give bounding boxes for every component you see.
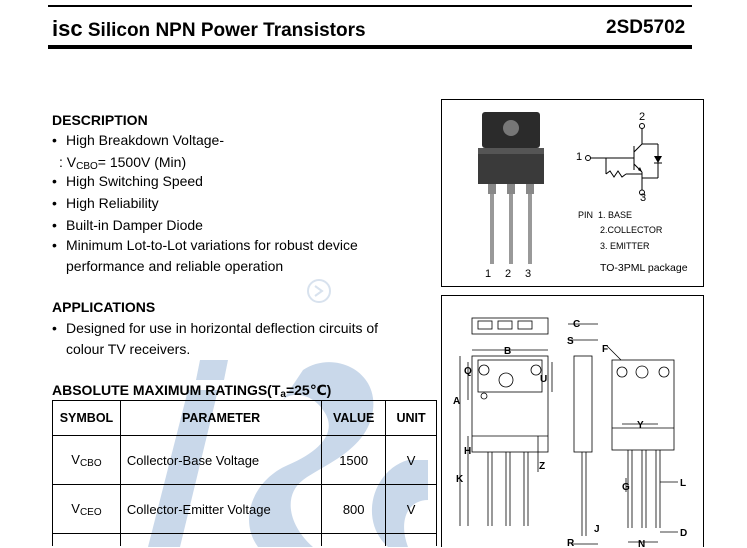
- table-row-cutoff: [52, 533, 437, 546]
- applications-item-continued: colour TV receivers.: [66, 341, 191, 357]
- description-item: •Built-in Damper Diode: [52, 217, 203, 233]
- dim-label-d: D: [680, 528, 687, 539]
- column-header: SYMBOL: [52, 400, 121, 436]
- value-cell: 1500: [321, 435, 387, 485]
- top-rule: [48, 5, 692, 7]
- symbol-cell: VCEO: [52, 484, 121, 534]
- dimension-drawing: C S B F Q U A Y H Z K G L J R N D: [453, 317, 687, 548]
- table-row: VCEO Collector-Emitter Voltage 800 V: [52, 484, 437, 534]
- schematic-pin-label: 3: [640, 192, 647, 204]
- unit-cell: V: [385, 484, 437, 534]
- empty-cell: [52, 533, 121, 546]
- vcbo-prefix: : V: [59, 154, 77, 170]
- pin-list-item: 2.COLLECTOR: [600, 225, 663, 235]
- dim-label-u: U: [540, 374, 547, 385]
- vcbo-line: : VCBO= 1500V (Min): [59, 154, 186, 172]
- package-suffix: package: [647, 262, 688, 274]
- dim-label-h: H: [464, 446, 471, 457]
- dim-label-l: L: [680, 478, 686, 489]
- description-item-text: High Breakdown Voltage-: [66, 132, 224, 148]
- description-heading: DESCRIPTION: [52, 112, 148, 128]
- package-box: 1 2 3 2 1 3 PIN 1. BASE 2.COLLECTOR 3. E…: [441, 99, 704, 287]
- dim-label-j: J: [594, 524, 600, 535]
- package-prefix: TO-3PML: [600, 262, 645, 274]
- dim-label-f: F: [602, 344, 608, 355]
- pin-list-item: 3. EMITTER: [600, 241, 650, 251]
- table-row: VCBO Collector-Base Voltage 1500 V: [52, 435, 437, 485]
- empty-cell: [385, 533, 437, 546]
- pin-label: 3: [525, 268, 532, 280]
- part-number: 2SD5702: [606, 17, 686, 38]
- empty-cell: [119, 533, 323, 546]
- dim-label-g: G: [622, 482, 630, 493]
- package-name: TO-3PML package: [600, 262, 688, 274]
- symbol-sub: CEO: [79, 506, 102, 518]
- dim-label-q: Q: [464, 366, 472, 377]
- pin-list-title: PIN: [578, 210, 594, 220]
- brand-name: isc: [52, 16, 83, 41]
- dim-label-a: A: [453, 396, 460, 407]
- vcbo-sub: CBO: [76, 161, 98, 172]
- transistor-photo: [478, 112, 544, 264]
- value-cell: 800: [321, 484, 387, 534]
- dimension-drawing-box: C S B F Q U A Y H Z K G L J R N D: [441, 295, 704, 548]
- page-title: isc Silicon NPN Power Transistors: [52, 16, 366, 42]
- dim-label-n: N: [638, 539, 645, 548]
- pin-label: 2: [505, 268, 512, 280]
- ratings-heading-sub: a: [280, 389, 286, 400]
- symbol-main: V: [71, 500, 80, 516]
- dim-label-s: S: [567, 336, 574, 347]
- transistor-schematic-icon: [585, 123, 662, 196]
- ratings-table: SYMBOL PARAMETER VALUE UNIT VCBO Collect…: [52, 400, 437, 546]
- dim-label-k: K: [456, 474, 464, 485]
- ratings-heading-suffix: =25℃): [285, 382, 332, 398]
- title-text: Silicon NPN Power Transistors: [87, 20, 366, 41]
- dim-label-r: R: [567, 538, 575, 548]
- dim-label-z: Z: [539, 461, 545, 472]
- ratings-heading-prefix: ABSOLUTE MAXIMUM RATINGS(T: [52, 382, 281, 398]
- pin-list-item: 1. BASE: [598, 210, 633, 220]
- applications-item-text: Designed for use in horizontal deflectio…: [66, 320, 379, 336]
- watermark-circle-icon: [307, 279, 331, 303]
- table-header-row: SYMBOL PARAMETER VALUE UNIT: [52, 400, 437, 436]
- dim-label-c: C: [573, 319, 580, 330]
- schematic-pin-label: 1: [576, 151, 583, 163]
- applications-item: •Designed for use in horizontal deflecti…: [52, 320, 379, 336]
- dim-label-y: Y: [637, 420, 644, 431]
- parameter-cell: Collector-Base Voltage: [119, 435, 323, 485]
- ratings-heading: ABSOLUTE MAXIMUM RATINGS(Ta=25℃): [52, 382, 331, 400]
- description-item: •High Switching Speed: [52, 173, 203, 189]
- applications-heading: APPLICATIONS: [52, 299, 156, 315]
- description-item-text: Built-in Damper Diode: [66, 217, 203, 233]
- description-item-text: Minimum Lot-to-Lot variations for robust…: [66, 237, 358, 253]
- unit-cell: V: [385, 435, 437, 485]
- description-item-text: High Switching Speed: [66, 173, 203, 189]
- column-header: UNIT: [385, 400, 437, 436]
- description-item-text: High Reliability: [66, 195, 159, 211]
- pin-label: 1: [485, 268, 492, 280]
- description-item: •High Reliability: [52, 195, 159, 211]
- parameter-cell: Collector-Emitter Voltage: [119, 484, 323, 534]
- dim-label-b: B: [504, 346, 511, 357]
- schematic-pin-label: 2: [639, 111, 646, 123]
- column-header: VALUE: [321, 400, 387, 436]
- header-rule: [48, 45, 692, 49]
- vcbo-value: = 1500V (Min): [97, 154, 187, 170]
- symbol-cell: VCBO: [52, 435, 121, 485]
- empty-cell: [321, 533, 387, 546]
- symbol-main: V: [71, 451, 80, 467]
- description-item-continued: performance and reliable operation: [66, 258, 284, 274]
- symbol-sub: CBO: [79, 457, 102, 469]
- column-header: PARAMETER: [119, 400, 323, 436]
- description-item: •Minimum Lot-to-Lot variations for robus…: [52, 237, 358, 253]
- description-item: •High Breakdown Voltage-: [52, 132, 224, 148]
